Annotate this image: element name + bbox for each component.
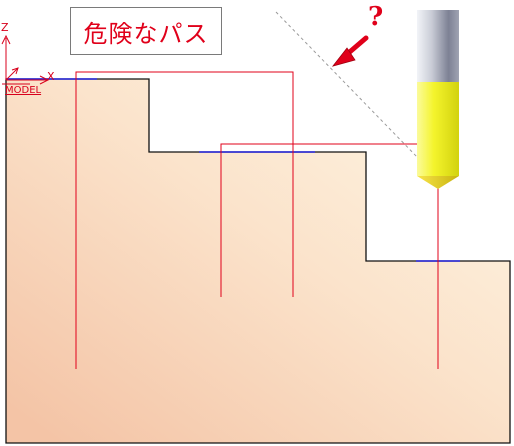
end-mill-tool-icon	[417, 10, 459, 189]
guide-line	[275, 11, 421, 161]
axis-label-z: Z	[1, 21, 9, 34]
toolpath	[75, 71, 439, 369]
axis-label-x: X	[47, 70, 55, 83]
warning-title: 危険なパス	[70, 7, 222, 55]
tool-flute	[417, 82, 459, 176]
question-mark: ?	[368, 2, 384, 32]
workpiece	[5, 78, 511, 444]
axis-triad-icon	[1, 34, 50, 85]
warning-arrow-icon	[331, 35, 369, 67]
view-label: MODEL	[5, 85, 42, 96]
tool-tip	[417, 176, 459, 189]
tool-shank	[417, 10, 459, 82]
